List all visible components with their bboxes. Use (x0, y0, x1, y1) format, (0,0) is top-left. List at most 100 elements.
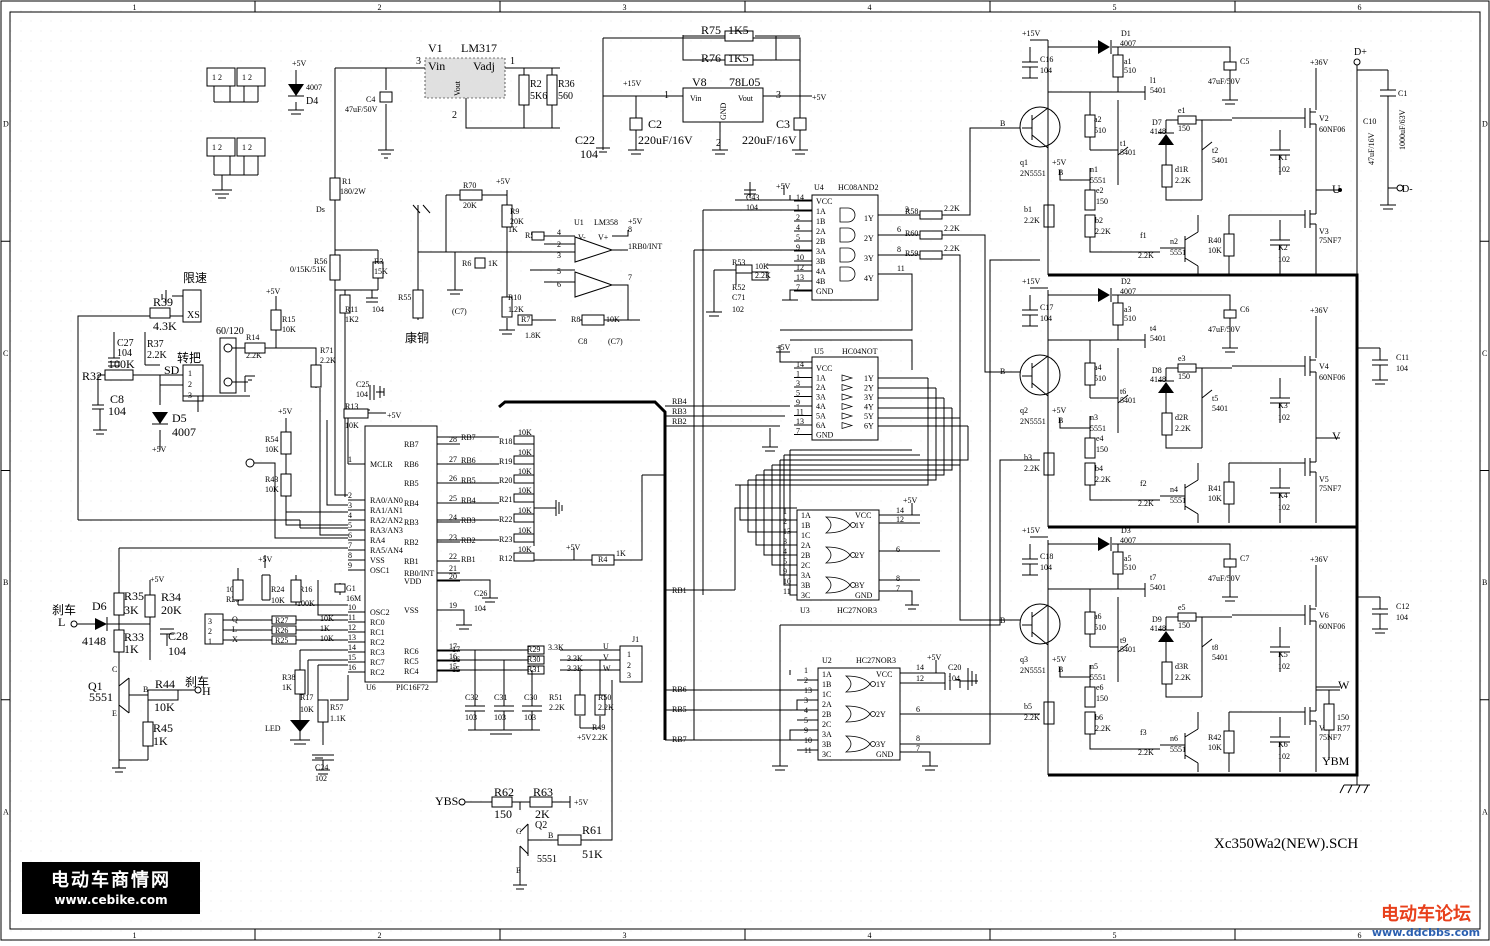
bridge-label: +5V (1052, 655, 1067, 664)
u6-pin-num: 23 (449, 533, 457, 542)
u2-pins-out: 2Y (876, 710, 886, 719)
bridge-label: K3 (1278, 401, 1288, 410)
bridge-label: 104 (1396, 364, 1408, 373)
svg-text:2.2K: 2.2K (755, 271, 771, 280)
u6-pin-name: RA3/AN3 (370, 526, 403, 535)
sheet-title: Xc350Wa2(NEW).SCH (1214, 836, 1358, 852)
bridge-label: C6 (1240, 305, 1249, 314)
rb-resistor-value: 10K (518, 526, 532, 535)
u3-pins-out: GND (855, 591, 873, 600)
u6-pin-num: 12 (348, 623, 356, 632)
u5-pins-pin-num: 9 (796, 398, 800, 407)
u6-pin-num: 3 (348, 501, 352, 510)
bridge-label: C5 (1240, 57, 1249, 66)
u2-pins-pin: 3B (822, 740, 831, 749)
svg-text:C25: C25 (356, 380, 369, 389)
bridge-label: V2 (1319, 114, 1329, 123)
bridge-resistor (1084, 711, 1096, 735)
bridge-label: 2.2K (1175, 424, 1191, 433)
bridge-resistor (1177, 612, 1197, 622)
bridge-resistor (1084, 189, 1096, 211)
bridge-label: t9 (1120, 636, 1126, 645)
bridge-label: 2.2K (1138, 251, 1154, 260)
bridge-label: R41 (1208, 484, 1221, 493)
frame-col-marker: 6 (1358, 3, 1362, 12)
bridge-label: 2.2K (1095, 227, 1111, 236)
u6-pin-name: OSC2 (370, 608, 390, 617)
bridge-label: B (1000, 367, 1005, 376)
svg-text:E: E (112, 709, 117, 718)
bridge-label: C12 (1396, 602, 1409, 611)
u4-pins-pin-num: 4 (796, 223, 800, 232)
bridge-label: D8 (1152, 366, 1162, 375)
rb-resistor-label: R22 (499, 515, 512, 524)
label-shache2: 刹车 (185, 674, 209, 689)
bridge-label: V3 (1319, 227, 1329, 236)
svg-text:R61: R61 (582, 823, 602, 837)
svg-text:C4: C4 (366, 95, 375, 104)
u5-out: 2Y (864, 384, 874, 393)
bridge-label: f3 (1140, 728, 1147, 737)
svg-text:+5V: +5V (628, 217, 643, 226)
svg-text:103: 103 (465, 713, 477, 722)
bridge-resistor (1223, 233, 1235, 257)
svg-text:+5V: +5V (387, 411, 402, 420)
svg-text:2: 2 (627, 661, 631, 670)
u6-pin-num: 21 (449, 564, 457, 573)
svg-text:16: 16 (452, 655, 460, 664)
svg-text:1K: 1K (320, 624, 330, 633)
svg-text:2.2K: 2.2K (246, 351, 262, 360)
svg-text:6: 6 (557, 280, 561, 289)
svg-text:4007: 4007 (306, 83, 322, 92)
u3-pins-pin-num: 4 (783, 547, 787, 556)
bridge-label: 510 (1124, 66, 1136, 75)
svg-text:15K: 15K (374, 267, 388, 276)
label-p60: 60/120 (216, 326, 244, 337)
bridge-label: 4007 (1120, 39, 1136, 48)
svg-text:2.2K: 2.2K (147, 350, 168, 361)
svg-text:Vout: Vout (453, 80, 462, 96)
svg-text:104: 104 (356, 390, 368, 399)
svg-text:D5: D5 (172, 411, 187, 425)
frame-row-marker: B (3, 578, 8, 587)
svg-text:C20: C20 (948, 663, 961, 672)
u6-pin-num: 20 (449, 572, 457, 581)
u6-pin-name: RB1 (404, 557, 419, 566)
bridge-label: 5551 (1170, 496, 1186, 505)
bridge-label: 150 (1178, 372, 1190, 381)
bridge-label: 150 (1096, 694, 1108, 703)
svg-text:R71: R71 (320, 346, 333, 355)
ground-bus (1048, 273, 1359, 777)
svg-text:C8: C8 (578, 337, 587, 346)
svg-text:1.2K: 1.2K (508, 305, 524, 314)
svg-text:Vadj: Vadj (473, 59, 495, 73)
svg-text:C27: C27 (117, 338, 134, 349)
svg-text:LM358: LM358 (594, 218, 618, 227)
svg-text:V: V (603, 653, 609, 662)
svg-text:15: 15 (452, 665, 460, 674)
u5-pins-pin: 4A (816, 402, 826, 411)
bridge-label: +36V (1310, 306, 1329, 315)
svg-text:5551: 5551 (89, 690, 113, 704)
bridge-resistor (1223, 481, 1235, 505)
u6-pin-name: VSS (404, 606, 419, 615)
label-l: L (58, 615, 65, 629)
svg-text:R7: R7 (521, 315, 530, 324)
bridge-label: b5 (1024, 702, 1032, 711)
svg-text:1.8K: 1.8K (525, 331, 541, 340)
bridge-label: d2R (1175, 413, 1189, 422)
watermark-cebike-text: 电动车商情网 (51, 870, 171, 891)
svg-text:E: E (516, 866, 521, 875)
label-dminus: D- (1402, 184, 1413, 195)
svg-text:Ds: Ds (316, 205, 325, 214)
u5-pins-pin: 6A (816, 421, 826, 430)
svg-text:R2: R2 (530, 79, 542, 90)
svg-text:+5V: +5V (258, 555, 273, 564)
bridge-label: n6 (1170, 734, 1178, 743)
svg-text:RB1: RB1 (461, 555, 476, 564)
u6-pin-num: 24 (449, 513, 457, 522)
svg-text:1K: 1K (616, 549, 626, 558)
bridge-label: 2.2K (1138, 499, 1154, 508)
